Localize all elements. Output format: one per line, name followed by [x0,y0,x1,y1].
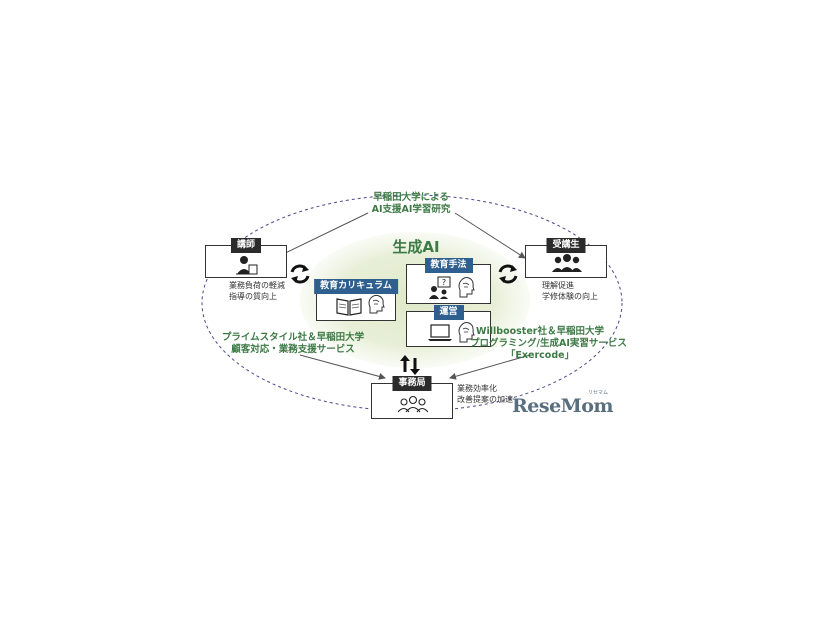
method-box: 教育手法 ? [406,258,491,304]
teacher-icon [236,256,258,275]
office-tag: 事務局 [392,376,432,391]
office-notes: 業務効率化 改善提案の加速 [457,384,513,404]
cycle-arrows-right-icon [498,264,518,284]
operation-box: 運営 [406,305,491,347]
lecturer-tag: 講師 [230,238,262,253]
lecturer-box: 講師 [205,238,287,278]
book-icon [336,298,362,316]
center-title: 生成AI [392,238,440,256]
right-service-label: Willbooster社＆早稲田大学 プログラミング/生成AI実習サービス 「E… [470,326,627,361]
ai-head-icon [368,294,385,314]
student-tag: 受講生 [546,238,586,253]
student-notes: 理解促進 学修体験の向上 [542,281,598,301]
logo-ruby: リセマム [587,390,608,396]
lecturer-notes: 業務負荷の軽減 指導の質向上 [229,281,285,301]
arrow-top-to-lecturer [274,212,369,259]
ai-head-icon [458,277,475,298]
arrow-left-to-office [299,354,386,380]
top-research-label: 早稲田大学による AI支援AI学習研究 [371,192,451,215]
students-icon [552,254,582,272]
left-service-label: プライムスタイル社＆早稲田大学 顧客対応・業務支援サービス [221,332,365,355]
curriculum-box: 教育カリキュラム [314,279,398,321]
arrow-top-to-student [454,212,526,259]
office-box: 事務局 [371,376,453,419]
operation-tag: 運営 [433,305,464,320]
logo-text: ReseMom [512,395,613,417]
arrow-right-to-office [449,354,531,380]
curriculum-tag: 教育カリキュラム [314,279,398,294]
cycle-arrows-bottom-icon [400,355,420,375]
student-box: 受講生 [525,238,607,278]
question-person-icon: ? [429,276,451,299]
ai-head-icon [458,322,475,343]
method-tag: 教育手法 [424,258,473,273]
cycle-arrows-left-icon [290,264,310,284]
laptop-icon [428,324,452,341]
outer-dashed-ellipse [201,194,623,412]
svg-text:?: ? [442,278,446,287]
resemom-logo: リセマム ReseMom [512,390,614,416]
staff-group-icon [398,395,428,413]
